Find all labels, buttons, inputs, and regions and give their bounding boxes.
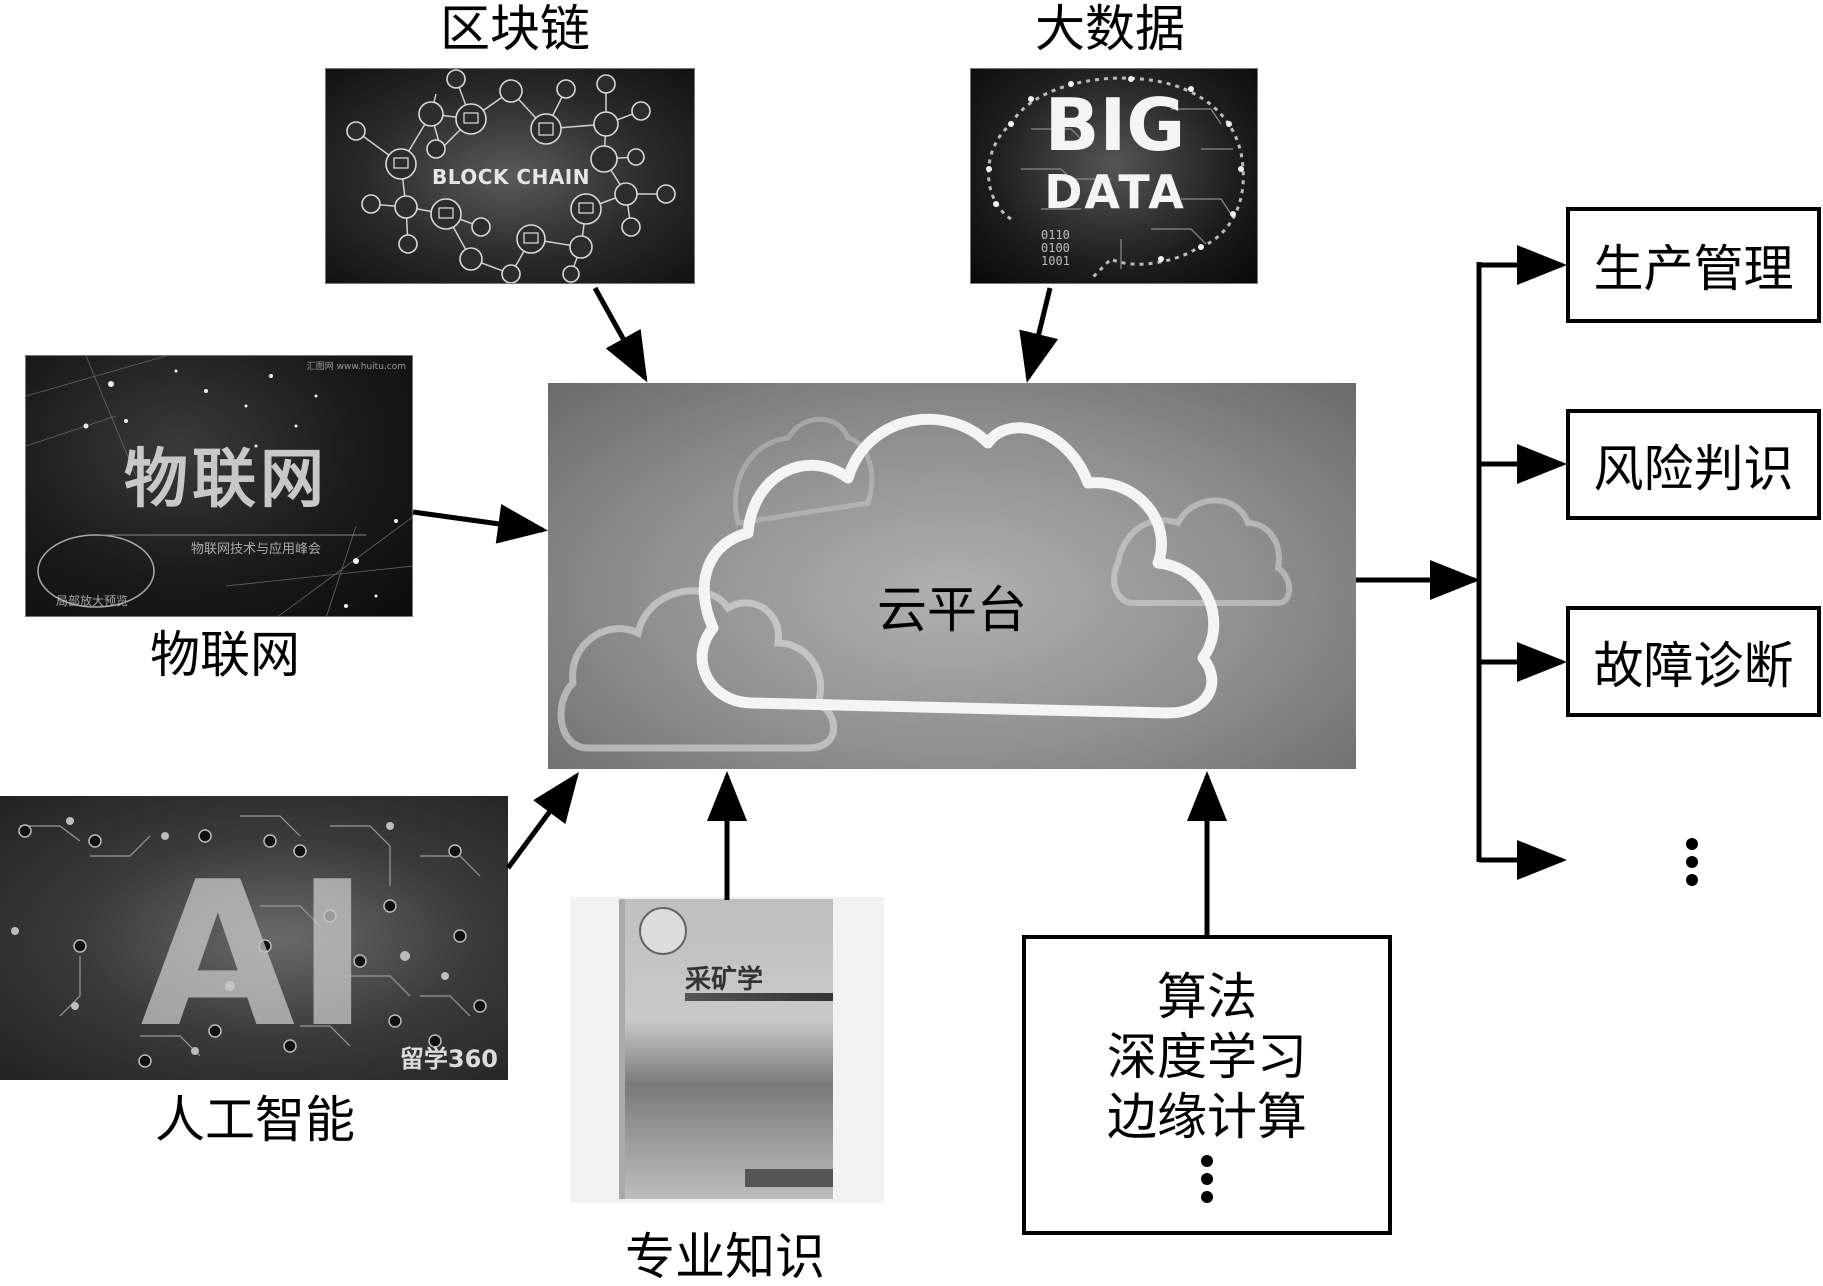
arrow-bigdata-to-cloud	[1019, 287, 1059, 383]
cloud-platform-panel: 云平台	[548, 383, 1356, 769]
iot-label: 物联网	[150, 626, 300, 684]
algorithm-line: 算法	[1157, 968, 1257, 1026]
binary-line: 0100	[1041, 241, 1070, 255]
blockchain-network-graphic	[346, 69, 676, 283]
book-title-bar	[685, 993, 833, 1001]
ai-circuit-graphic	[11, 815, 487, 1068]
blockchain-image: BLOCK CHAIN	[325, 68, 695, 284]
iot-watermark: 汇图网 www.huitu.com	[306, 362, 406, 372]
blockchain-label: 区块链	[440, 0, 590, 58]
ai-image-text: AI	[140, 839, 370, 1072]
algorithms-ellipsis	[1201, 1155, 1213, 1203]
output-label: 故障诊断	[1593, 636, 1794, 695]
ai-watermark: 留学360	[399, 1045, 498, 1073]
binary-digits: 0110 0100 1001	[1041, 229, 1070, 268]
arrow-blockchain-to-cloud	[592, 286, 648, 383]
binary-line: 1001	[1041, 254, 1070, 268]
cloud-platform-label: 云平台	[877, 581, 1027, 639]
algorithm-line: 深度学习	[1107, 1028, 1307, 1086]
knowledge-book-image: 采矿学	[570, 897, 884, 1203]
output-label: 生产管理	[1593, 240, 1794, 298]
algorithm-line: 边缘计算	[1107, 1088, 1307, 1146]
output-box-risk-identification: 风险判识	[1566, 409, 1821, 520]
arrow-iot-to-cloud	[412, 504, 548, 544]
iot-starfield-graphic	[26, 356, 412, 616]
iot-image-title: 物联网	[124, 443, 328, 517]
book-title: 采矿学	[685, 965, 764, 995]
arrow-ai-to-cloud	[505, 771, 579, 870]
brain-circuit-graphic	[986, 76, 1245, 281]
ai-image: AI 留学360	[0, 796, 508, 1080]
blockchain-image-text: BLOCK CHAIN	[432, 165, 590, 189]
ai-label: 人工智能	[155, 1091, 355, 1149]
book-bottom-strip	[745, 1169, 833, 1187]
knowledge-label: 专业知识	[625, 1228, 825, 1286]
output-label: 风险判识	[1593, 439, 1794, 498]
iot-image: 物联网 物联网技术与应用峰会 局部放大预览 汇图网 www.huitu.com	[25, 355, 413, 617]
binary-line: 0110	[1041, 228, 1070, 242]
book-cover: 采矿学	[625, 899, 833, 1199]
iot-image-caption: 局部放大预览	[56, 594, 129, 608]
output-box-production-management: 生产管理	[1566, 207, 1821, 323]
algorithms-box: 算法 深度学习 边缘计算	[1022, 935, 1392, 1235]
output-ellipsis	[1686, 838, 1698, 886]
bigdata-data-text: DATA	[1044, 165, 1186, 219]
bigdata-label: 大数据	[1035, 0, 1185, 58]
book-emblem	[639, 907, 687, 955]
iot-image-subtitle: 物联网技术与应用峰会	[190, 542, 321, 557]
output-box-fault-diagnosis: 故障诊断	[1566, 606, 1821, 717]
cloud-graphic	[557, 413, 1293, 752]
bigdata-image: BIG DATA 0110 0100 1001	[970, 68, 1258, 284]
bigdata-big-text: BIG	[1044, 83, 1186, 167]
